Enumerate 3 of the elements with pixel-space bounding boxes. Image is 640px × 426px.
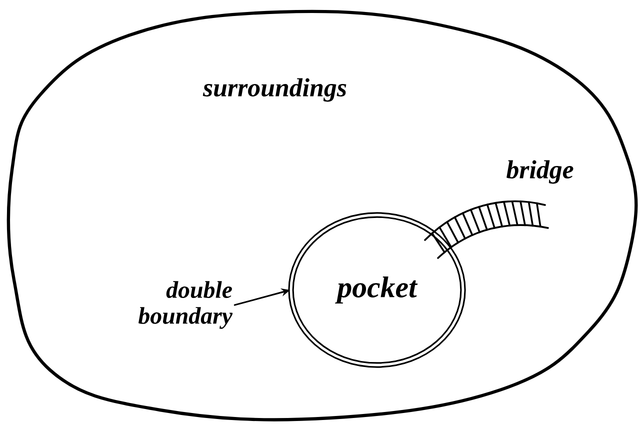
part-label: bridge [506, 160, 574, 184]
text-label: double boundary [138, 281, 233, 329]
area-label: surroundings [202, 78, 346, 102]
